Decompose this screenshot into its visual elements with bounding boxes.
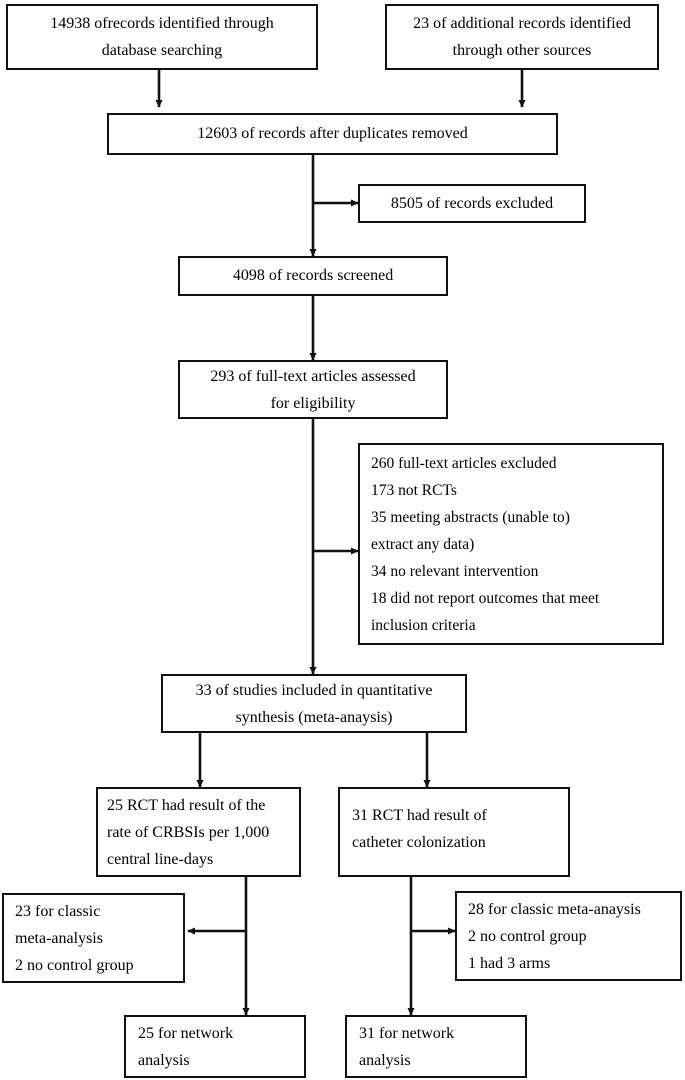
node-left-classic-line-1: 23 for classic: [15, 902, 101, 920]
node-studies-included-line-2: synthesis (meta-anaysis): [235, 708, 393, 726]
node-left-classic-line-3: 2 no control group: [15, 956, 134, 974]
node-duplicates-removed-line-1: 12603 of records after duplicates remove…: [197, 125, 468, 142]
node-right-network-line-2: analysis: [359, 1051, 411, 1069]
node-left-network-analysis: 25 for network analysis: [124, 1015, 306, 1078]
node-studies-included-line-1: 33 of studies included in quantitative: [195, 681, 433, 699]
node-right-classic-line-2: 2 no control group: [468, 927, 587, 945]
node-records-screened-line-1: 4098 of records screened: [232, 267, 394, 284]
node-fulltext-excluded-line-3: 35 meeting abstracts (unable to): [371, 508, 570, 526]
node-crbsi-branch: 25 RCT had result of the rate of CRBSIs …: [96, 787, 301, 877]
node-other-sources-line-2: through other sources: [452, 42, 592, 59]
node-records-excluded-line-1: 8505 of records excluded: [390, 194, 554, 212]
node-fulltext-excluded: 260 full-text articles excluded 173 not …: [358, 443, 664, 645]
node-left-classic-meta-analysis: 23 for classic meta-analysis 2 no contro…: [2, 893, 185, 983]
node-studies-included: 33 of studies included in quantitative s…: [161, 674, 467, 733]
node-crbsi-branch-line-2: rate of CRBSIs per 1,000: [107, 823, 270, 841]
node-right-classic-line-1: 28 for classic meta-anaysis: [468, 900, 641, 918]
node-left-network-line-2: analysis: [138, 1051, 190, 1069]
node-duplicates-removed: 12603 of records after duplicates remove…: [107, 113, 558, 155]
node-records-screened: 4098 of records screened: [178, 256, 448, 296]
node-other-sources-line-1: 23 of additional records identified: [413, 15, 631, 32]
node-right-classic-line-3: 1 had 3 arms: [468, 954, 551, 972]
node-other-sources: 23 of additional records identified thro…: [385, 4, 659, 70]
node-colonization-branch-line-2: catheter colonization: [352, 834, 486, 851]
node-fulltext-assessed-line-1: 293 of full-text articles assessed: [210, 367, 416, 385]
node-fulltext-assessed: 293 of full-text articles assessed for e…: [178, 360, 448, 419]
node-crbsi-branch-line-1: 25 RCT had result of the: [107, 796, 266, 814]
node-right-classic-meta-analysis: 28 for classic meta-anaysis 2 no control…: [455, 891, 682, 981]
node-database-search-line-1: 14938 ofrecords identified through: [50, 15, 274, 32]
node-colonization-branch: 31 RCT had result of catheter colonizati…: [338, 787, 570, 877]
node-fulltext-excluded-line-5: 34 no relevant intervention: [371, 562, 539, 580]
node-fulltext-assessed-line-2: for eligibility: [270, 394, 356, 412]
node-right-network-line-1: 31 for network: [359, 1024, 455, 1042]
node-right-network-analysis: 31 for network analysis: [345, 1015, 527, 1078]
node-fulltext-excluded-line-6: 18 did not report outcomes that meet: [371, 589, 600, 607]
node-database-search-line-2: database searching: [101, 42, 223, 59]
node-fulltext-excluded-line-7: inclusion criteria: [371, 616, 476, 634]
node-records-excluded: 8505 of records excluded: [358, 184, 586, 223]
node-left-classic-line-2: meta-analysis: [15, 929, 103, 947]
node-crbsi-branch-line-3: central line-days: [107, 850, 214, 868]
node-database-search: 14938 ofrecords identified through datab…: [6, 4, 318, 70]
node-fulltext-excluded-line-4: extract any data): [371, 535, 475, 553]
node-colonization-branch-line-1: 31 RCT had result of: [352, 807, 487, 824]
node-left-network-line-1: 25 for network: [138, 1024, 234, 1042]
node-fulltext-excluded-line-2: 173 not RCTs: [371, 481, 457, 499]
node-fulltext-excluded-line-1: 260 full-text articles excluded: [371, 454, 557, 472]
